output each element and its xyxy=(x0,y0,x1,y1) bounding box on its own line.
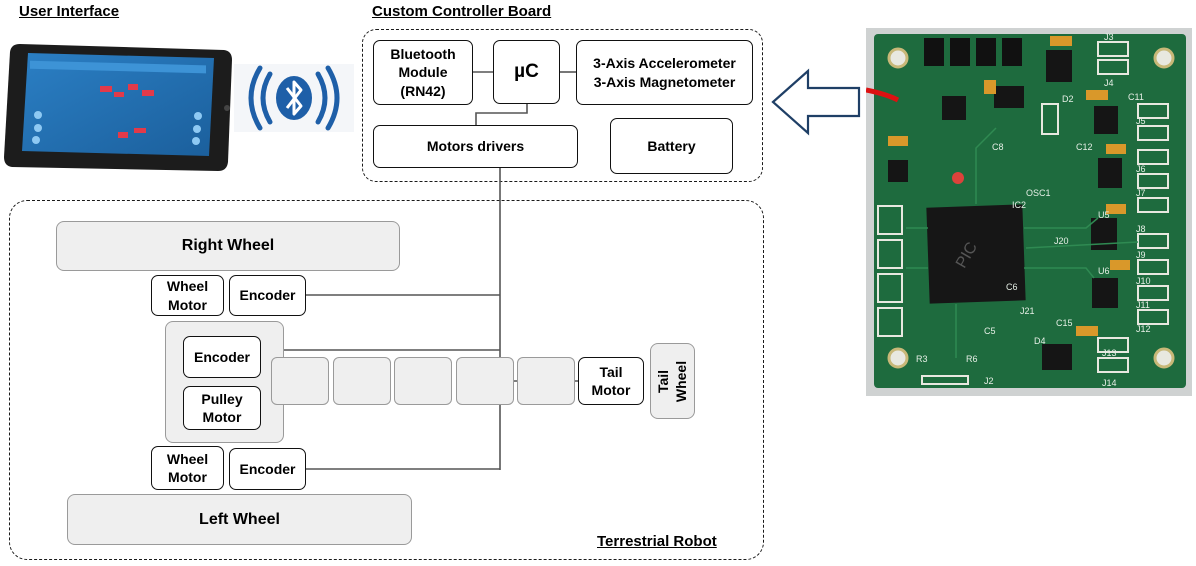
pcb-label: J3 xyxy=(1104,32,1114,42)
pcb-label: J7 xyxy=(1136,188,1146,198)
pcb-label: D2 xyxy=(1062,94,1074,104)
left-encoder-box: Encoder xyxy=(229,448,306,490)
pcb-label: J2 xyxy=(984,376,994,386)
right-encoder-box: Encoder xyxy=(229,275,306,316)
tail-segment xyxy=(394,357,452,405)
bluetooth-line-3: (RN42) xyxy=(400,82,446,99)
tablet-illustration xyxy=(4,44,232,171)
wheel-motor-line-2: Motor xyxy=(168,469,207,485)
tail-motor-line-2: Motor xyxy=(591,382,631,398)
bluetooth-module-box: Bluetooth Module (RN42) xyxy=(373,40,473,105)
bluetooth-line-1: Bluetooth xyxy=(390,46,456,63)
bluetooth-line-2: Module xyxy=(398,64,448,81)
tail-wheel-line-1: Tail xyxy=(654,369,671,393)
user-interface-title: User Interface xyxy=(19,3,120,20)
pcb-label: J13 xyxy=(1102,348,1117,358)
left-wheel-motor-box: Wheel Motor xyxy=(151,446,224,490)
terrestrial-robot-title: Terrestrial Robot xyxy=(597,533,717,550)
magnetometer-label: 3-Axis Magnetometer xyxy=(593,73,736,90)
pulley-motor-line-1: Pulley xyxy=(201,390,243,407)
tail-segment xyxy=(517,357,575,405)
pcb-label: R3 xyxy=(916,354,928,364)
right-wheel: Right Wheel xyxy=(56,221,400,271)
pcb-label: J12 xyxy=(1136,324,1151,334)
motor-drivers-box: Motors drivers xyxy=(373,125,578,168)
pcb-label: J4 xyxy=(1104,78,1114,88)
sensors-box: 3-Axis Accelerometer 3-Axis Magnetometer xyxy=(576,40,753,105)
pulley-motor-line-2: Motor xyxy=(202,409,242,425)
tail-segment xyxy=(271,357,329,405)
pcb-photo: PIC xyxy=(865,28,1192,396)
bluetooth-icon xyxy=(234,64,354,132)
pcb-label: OSC1 xyxy=(1026,188,1051,198)
controller-board-title: Custom Controller Board xyxy=(372,3,552,20)
controller-board-container xyxy=(362,29,763,182)
pcb-label: J5 xyxy=(1136,116,1146,126)
pcb-label: J9 xyxy=(1136,250,1146,260)
pcb-label: C6 xyxy=(1006,282,1018,292)
pcb-label: C12 xyxy=(1076,142,1093,152)
pcb-board-illustration: PIC xyxy=(865,28,1192,396)
battery-box: Battery xyxy=(610,118,733,174)
tail-motor-box: Tail Motor xyxy=(578,357,644,405)
microcontroller-box: µC xyxy=(493,40,560,104)
arrow-left-icon xyxy=(770,68,862,136)
pulley-motor-box: Pulley Motor xyxy=(183,386,261,430)
tail-wheel: Tail Wheel xyxy=(650,343,695,419)
pcb-label: J10 xyxy=(1136,276,1151,286)
tail-segment xyxy=(333,357,391,405)
pcb-label: C5 xyxy=(984,326,996,336)
pcb-label: C11 xyxy=(1128,92,1144,102)
pcb-label: J21 xyxy=(1020,306,1035,316)
pulley-encoder-box: Encoder xyxy=(183,336,261,378)
left-wheel: Left Wheel xyxy=(67,494,412,545)
pcb-label: IC2 xyxy=(1012,200,1026,210)
wheel-motor-line-1: Wheel xyxy=(166,278,209,295)
wheel-motor-line-1: Wheel xyxy=(166,450,209,467)
pcb-label: R6 xyxy=(966,354,978,364)
tablet-device xyxy=(2,40,234,174)
tail-motor-line-1: Tail xyxy=(599,363,623,380)
right-wheel-motor-box: Wheel Motor xyxy=(151,275,224,316)
tail-wheel-line-2: Wheel xyxy=(672,360,689,402)
pcb-label: J11 xyxy=(1136,300,1150,310)
terrestrial-robot-container xyxy=(9,200,764,560)
pcb-label: J14 xyxy=(1102,378,1117,388)
accelerometer-label: 3-Axis Accelerometer xyxy=(593,55,736,72)
tail-segment xyxy=(456,357,514,405)
pcb-label: J6 xyxy=(1136,164,1146,174)
pcb-label: U5 xyxy=(1098,210,1110,220)
pcb-label: C8 xyxy=(992,142,1004,152)
pcb-label: C15 xyxy=(1056,318,1073,328)
pcb-label: J20 xyxy=(1054,236,1069,246)
wheel-motor-line-2: Motor xyxy=(168,296,207,313)
pcb-label: J8 xyxy=(1136,224,1146,234)
pcb-label: U6 xyxy=(1098,266,1110,276)
pcb-label: D4 xyxy=(1034,336,1046,346)
